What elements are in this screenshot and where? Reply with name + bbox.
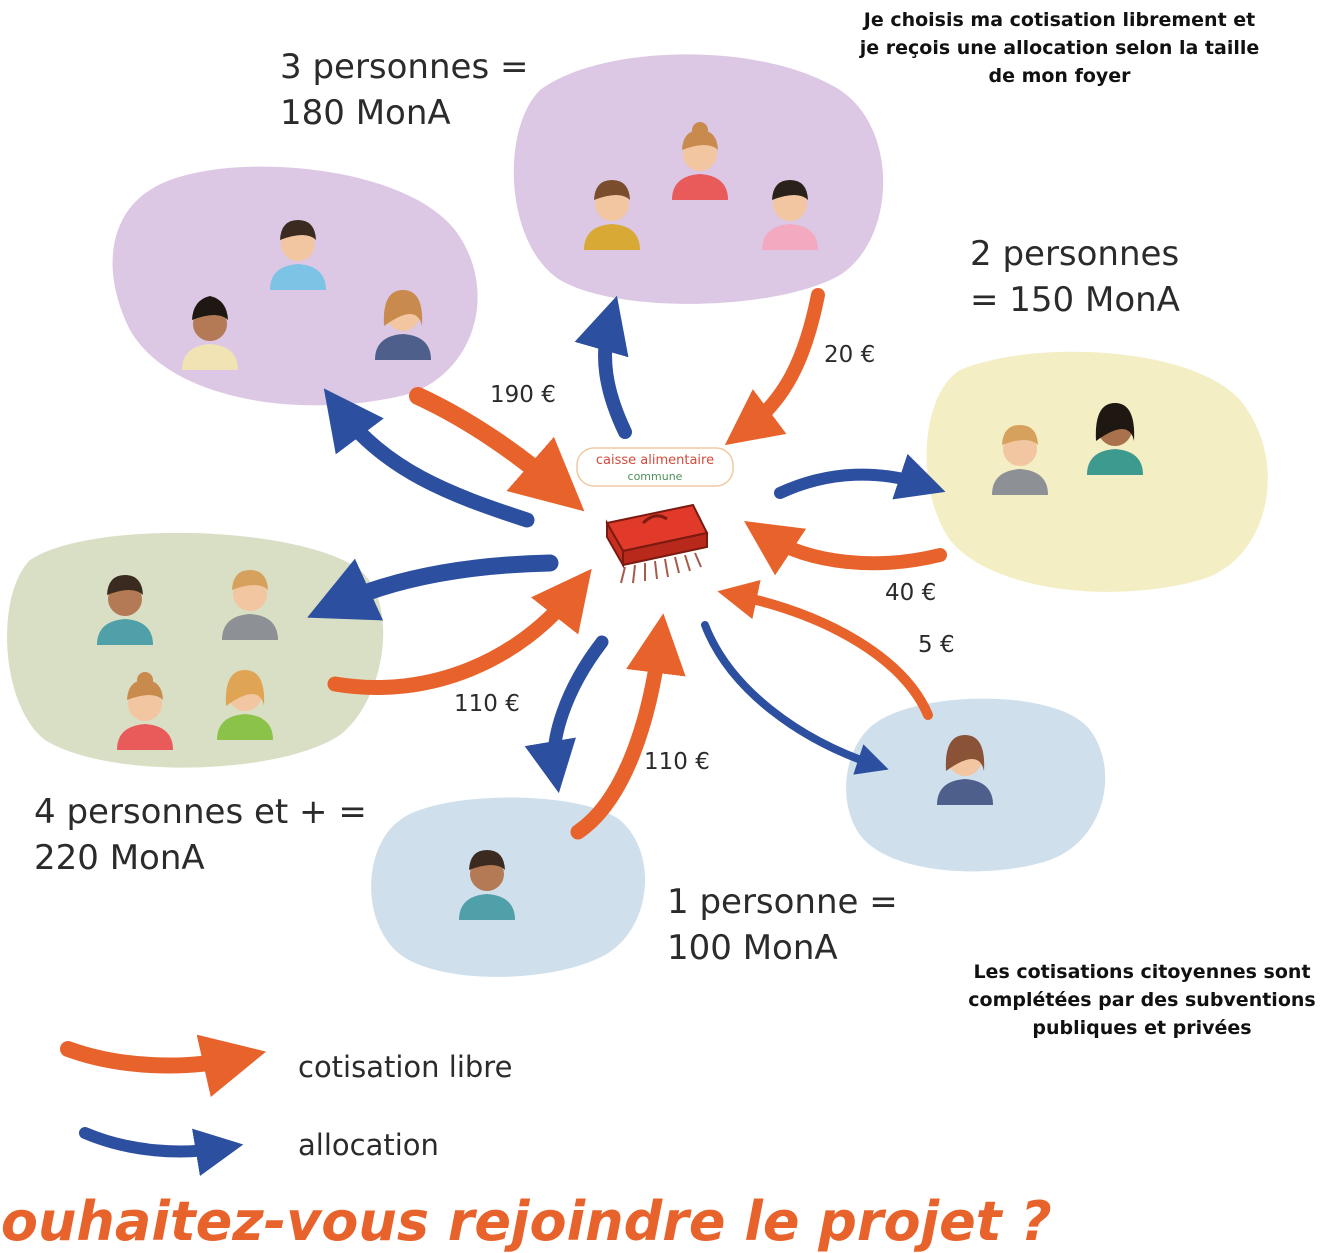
contribution-arrow — [744, 521, 947, 576]
amount-label: 5 € — [918, 632, 955, 658]
legend-contribution-label: cotisation libre — [298, 1050, 513, 1084]
person-icon — [672, 122, 728, 200]
person-icon — [117, 672, 173, 750]
amount-label: 110 € — [644, 749, 710, 775]
note-bottom-right: Les cotisations citoyennes sont complété… — [968, 961, 1316, 1039]
person-icon — [992, 425, 1048, 495]
group-label-line: 2 personnes — [970, 234, 1180, 274]
allocation-arrow — [701, 621, 889, 775]
group-label-line: 1 personne = — [667, 882, 898, 922]
contribution-arrow — [717, 579, 933, 720]
group-label-line: 3 personnes = — [280, 47, 529, 87]
center-label: caisse alimentaire commune — [576, 447, 734, 487]
person-icon — [937, 735, 993, 805]
group-label-four-plus: 4 personnes et + = 220 MonA — [34, 789, 367, 881]
amount-label: 110 € — [454, 691, 520, 717]
legend-allocation-arrow — [79, 1127, 244, 1177]
person-icon — [762, 180, 818, 250]
center-label-line2: commune — [628, 470, 683, 483]
person-icon — [459, 850, 515, 920]
cta-heading: Souhaitez-vous rejoindre le projet ? — [0, 1190, 1052, 1253]
allocation-arrow — [774, 453, 946, 500]
group-label-line: 180 MonA — [280, 93, 451, 133]
group-label-line: 220 MonA — [34, 838, 205, 878]
group-label-line: 100 MonA — [667, 928, 838, 968]
contribution-arrow — [327, 568, 592, 695]
group-label-line: 4 personnes et + = — [34, 792, 367, 832]
amount-label: 40 € — [885, 580, 937, 606]
note-top-right: Je choisis ma cotisation librement et je… — [859, 9, 1260, 87]
group-label-one-person: 1 personne = 100 MonA — [667, 879, 898, 971]
amount-label: 20 € — [824, 342, 876, 368]
allocation-arrow — [574, 295, 632, 439]
center-label-line1: caisse alimentaire — [596, 453, 714, 468]
group-label-two-people: 2 personnes = 150 MonA — [970, 231, 1180, 323]
blob-four-plus — [7, 532, 384, 768]
person-icon — [584, 180, 640, 250]
allocation-arrow — [323, 388, 535, 528]
person-icon — [182, 296, 238, 370]
person-icon — [375, 290, 431, 360]
person-icon — [217, 670, 273, 740]
person-icon — [97, 575, 153, 645]
cash-box-icon — [605, 503, 709, 584]
group-label-three-people: 3 personnes = 180 MonA — [280, 44, 528, 136]
contribution-arrow — [409, 387, 585, 512]
group-label-line: = 150 MonA — [970, 280, 1180, 320]
person-icon — [1087, 403, 1143, 475]
allocation-arrow — [307, 554, 559, 621]
blob-one-person-center — [371, 797, 646, 977]
person-icon — [270, 220, 326, 290]
amount-label: 190 € — [490, 382, 556, 408]
contribution-arrow — [570, 613, 686, 840]
allocation-arrow — [524, 635, 609, 794]
contribution-arrow — [724, 288, 825, 446]
person-icon — [222, 570, 278, 640]
legend-contribution-arrow — [60, 1034, 267, 1097]
legend-allocation-label: allocation — [298, 1128, 439, 1162]
